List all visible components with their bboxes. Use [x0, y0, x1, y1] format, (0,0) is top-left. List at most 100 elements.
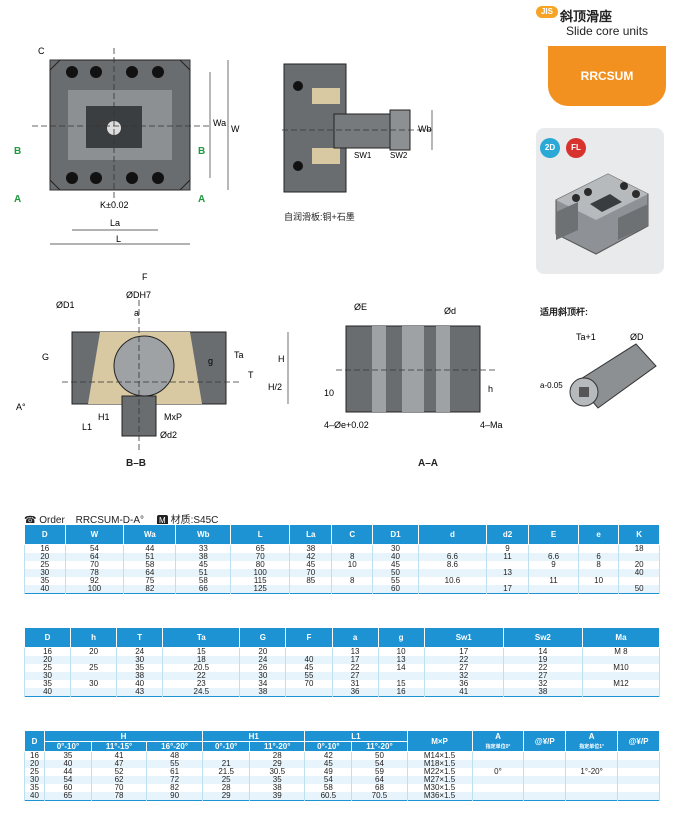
t3-cell: 29	[249, 760, 306, 768]
t3-cell	[523, 760, 567, 768]
t2-cell	[285, 688, 333, 697]
t3-cell: M30×1.5	[406, 784, 473, 792]
t1-header: D	[24, 524, 66, 545]
t3-header-price2: @¥/P	[617, 730, 660, 752]
t1-cell: 45	[289, 561, 333, 569]
t1-cell	[618, 577, 660, 585]
badge-fl: FL	[566, 138, 586, 158]
t1-cell: 10	[577, 577, 620, 585]
t1-cell: 125	[230, 585, 291, 594]
t2-cell: 30	[70, 680, 118, 688]
t2-cell: 20	[70, 647, 118, 656]
label-b-right: B	[198, 146, 205, 157]
order-code: RRCSUM-D-A°	[75, 515, 145, 526]
t3-header-h1: H1	[202, 730, 306, 742]
t3-cell	[523, 776, 567, 784]
t2-header: Sw2	[502, 627, 583, 648]
t3-header-d: D	[24, 730, 45, 752]
t1-cell: 20	[618, 561, 660, 569]
t1-header: d	[417, 524, 487, 545]
t1-cell	[577, 585, 620, 594]
label-sw2: SW2	[390, 151, 408, 160]
t1-header: C	[331, 524, 373, 545]
t2-cell: 30	[116, 656, 164, 664]
label-la: La	[110, 218, 120, 228]
t3-cell: 29	[202, 792, 251, 801]
label-sw1: SW1	[354, 151, 372, 160]
t3-cell: 1°-20°	[565, 768, 619, 776]
t2-cell: 27	[502, 672, 583, 680]
t3-cell	[565, 784, 619, 792]
t3-cell	[523, 784, 567, 792]
order-line: ☎ Order RRCSUM-D-A° M 材质:S45C	[24, 511, 218, 526]
t3-cell	[617, 792, 660, 801]
t2-header: g	[377, 627, 425, 648]
t3-subheader: 0°-10°	[43, 741, 92, 752]
label-l: L	[116, 234, 121, 244]
t2-cell	[581, 672, 661, 680]
t1-cell: 18	[618, 544, 660, 553]
t2-header: F	[285, 627, 333, 648]
t2-cell: M10	[581, 664, 661, 672]
label-rod-d: ØD	[630, 332, 644, 342]
label-mxp: MxP	[164, 412, 182, 422]
t1-cell	[528, 569, 579, 577]
t3-cell: 52	[90, 768, 148, 776]
t3-cell: M27×1.5	[406, 776, 473, 784]
t1-header: D1	[372, 524, 419, 545]
t2-cell: 36	[331, 688, 379, 697]
t3-cell	[523, 751, 567, 760]
t3-cell: 47	[90, 760, 148, 768]
t2-cell	[70, 688, 118, 697]
t1-cell: 40	[372, 553, 419, 561]
t2-header: Ta	[162, 627, 241, 648]
label-h: H	[278, 354, 285, 364]
rod-drawing: ØD Ta+1 a-0.05	[540, 332, 657, 409]
t3-subheader: 11°-20°	[351, 741, 408, 752]
t1-cell: 8	[577, 561, 620, 569]
t1-cell: 42	[289, 553, 333, 561]
t3-cell: 0°	[471, 768, 525, 776]
label-t: T	[248, 370, 254, 380]
t3-cell: M14×1.5	[406, 751, 473, 760]
t2-cell: 16	[377, 688, 425, 697]
label-a-left: A	[14, 194, 21, 205]
t1-cell: 11	[485, 553, 530, 561]
t2-cell: M 8	[581, 647, 661, 656]
label-10: 10	[324, 388, 334, 398]
t3-subheader: 11°-15°	[90, 741, 148, 752]
t3-header-h: H	[43, 730, 204, 742]
t1-cell: 38	[175, 553, 232, 561]
t1-cell: 13	[485, 569, 530, 577]
t2-header: D	[23, 627, 72, 648]
section-aa-title: A–A	[418, 458, 439, 469]
t2-header: Sw1	[423, 627, 504, 648]
label-b-left: B	[14, 146, 21, 157]
label-dh7: ØDH7	[126, 290, 151, 300]
title-en: Slide core units	[566, 24, 649, 38]
t1-cell	[417, 585, 487, 594]
t1-cell: 82	[123, 585, 177, 594]
t2-cell	[581, 688, 661, 697]
label-g-small: g	[208, 356, 213, 366]
t3-cell: 68	[351, 784, 408, 792]
t3-cell	[617, 768, 660, 776]
label-d2: Ød2	[160, 430, 177, 440]
label-wa: Wa	[213, 118, 226, 128]
t3-cell	[523, 792, 567, 801]
label-a-right: A	[198, 194, 205, 205]
t2-header: a	[331, 627, 379, 648]
t1-cell: 50	[372, 569, 419, 577]
t3-cell: 65	[43, 792, 92, 801]
t3-header-l1: L1	[304, 730, 408, 742]
t1-cell	[485, 577, 530, 585]
t1-cell: 8	[331, 577, 373, 585]
t2-cell: 24.5	[162, 688, 241, 697]
